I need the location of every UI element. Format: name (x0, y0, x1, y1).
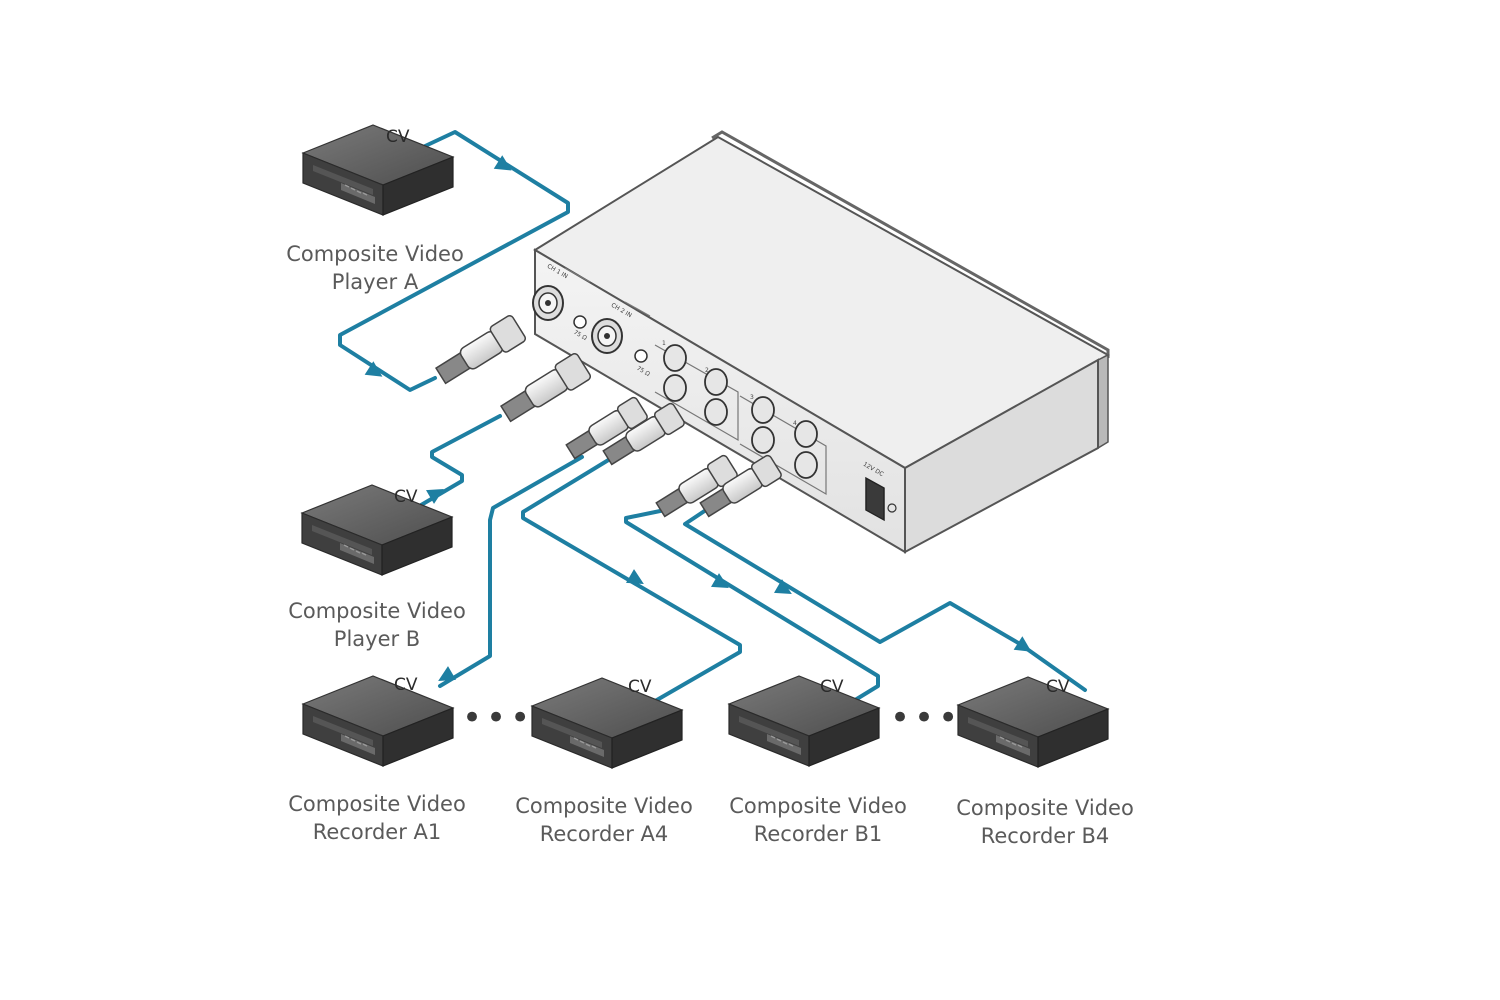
bnc-plug-ch2 (500, 353, 592, 423)
cv-port-label-player-b: CV (394, 487, 418, 507)
chassis-top-rim (711, 130, 1110, 358)
output-number: 2 (705, 367, 709, 374)
power-icon (887, 503, 897, 513)
ellipsis-a: ••• (462, 698, 535, 738)
termination-switch-2[interactable] (634, 349, 648, 363)
arrow-icon (426, 489, 444, 504)
bnc-jack-ch1 (532, 285, 564, 321)
bnc-plug-out-b4 (699, 454, 782, 518)
cv-port-label-recorder-b4: CV (1046, 677, 1070, 697)
bnc-plug-out-a4 (602, 402, 685, 466)
arrow-icon (438, 666, 456, 681)
output-number: 3 (750, 394, 754, 401)
output-number: 1 (662, 340, 666, 347)
cable-player-a (338, 130, 570, 392)
signal-arrows (364, 155, 1032, 681)
cable-recorder-b4 (683, 502, 1087, 692)
device-player-a (302, 124, 454, 216)
arrow-icon (774, 579, 792, 594)
cv-port-label-recorder-b1: CV (820, 677, 844, 697)
output-number: 4 (793, 420, 797, 427)
output-jacks-b (751, 396, 818, 479)
cv-port-label-recorder-a4: CV (628, 677, 652, 697)
arrow-icon (1013, 636, 1032, 652)
arrow-icon (493, 155, 512, 171)
bnc-plug-out-b1 (655, 454, 738, 518)
arrow-icon (364, 361, 383, 377)
cables (338, 130, 1087, 710)
bnc-plug-ch1 (435, 315, 527, 385)
device-recorder-a1 (302, 675, 454, 767)
device-recorder-b1 (728, 675, 880, 767)
arrow-icon (711, 573, 729, 588)
output-jacks-a (663, 344, 728, 426)
device-recorder-a4 (531, 677, 683, 769)
chassis-end-panel (904, 358, 1099, 554)
bnc-plugs (435, 315, 782, 518)
cable-player-b (414, 414, 502, 510)
cable-recorder-b1 (624, 508, 880, 710)
arrow-icon (626, 569, 644, 584)
cv-port-label-recorder-a1: CV (394, 675, 418, 695)
chassis-side (1097, 353, 1109, 450)
bnc-jack-ch2 (591, 318, 623, 354)
cable-recorder-a1 (438, 455, 584, 688)
cv-port-label-player-a: CV (386, 127, 410, 147)
ellipsis-b: ••• (890, 698, 963, 738)
distribution-amplifier (532, 130, 1111, 554)
power-jack (865, 476, 885, 522)
termination-switch-1[interactable] (573, 315, 587, 329)
